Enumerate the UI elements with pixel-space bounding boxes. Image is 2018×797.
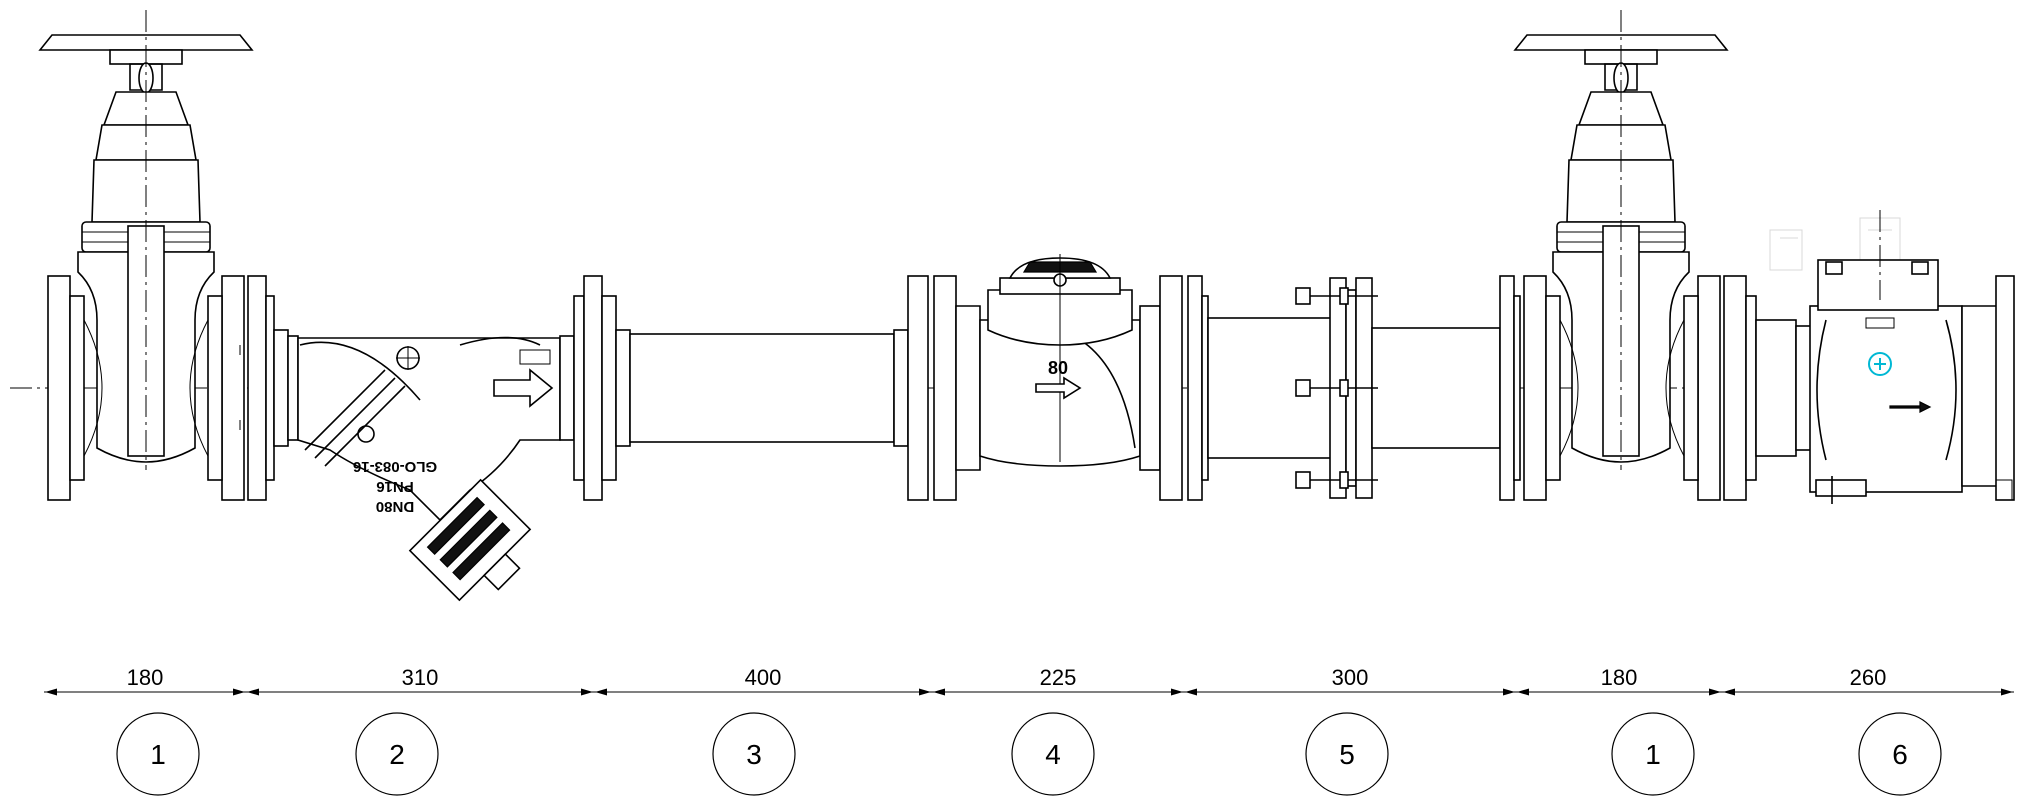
item-balloon-circle: [1011, 712, 1095, 796]
dimension-value: 300: [1332, 665, 1369, 690]
dimension-arrowhead: [933, 688, 945, 696]
dimension-arrowhead: [1171, 688, 1183, 696]
dimension-line: 180 310 400 225 300 180 260: [44, 665, 2014, 696]
item-number: 2: [389, 739, 405, 770]
dimension-value: 260: [1850, 665, 1887, 690]
item-number: 3: [746, 739, 762, 770]
item-balloon-circle: [1305, 712, 1389, 796]
item-balloon: 4: [1011, 712, 1095, 796]
item-balloon: 3: [712, 712, 796, 796]
item-balloon: 1: [1611, 712, 1695, 796]
spool-pipe: [601, 275, 929, 501]
meter-marking: 80: [1048, 358, 1068, 378]
dimension-arrowhead: [1503, 688, 1515, 696]
dimension-arrowhead: [1709, 688, 1721, 696]
dimension-arrowhead: [45, 688, 57, 696]
dimension-value: 225: [1040, 665, 1077, 690]
item-balloon-circle: [712, 712, 796, 796]
strainer-marking-line3: GLO-083-16: [353, 458, 437, 475]
gate-valve-right: [1513, 10, 1729, 501]
dimension-arrowhead: [581, 688, 593, 696]
dimension-arrowhead: [247, 688, 259, 696]
item-number: 5: [1339, 739, 1355, 770]
item-number: 4: [1045, 739, 1061, 770]
item-balloon-circle: [116, 712, 200, 796]
gate-valve-left: [38, 10, 254, 501]
dimension-arrowhead: [1517, 688, 1529, 696]
dimension-arrowhead: [1723, 688, 1735, 696]
item-number: 1: [150, 739, 166, 770]
dimension-value: 310: [402, 665, 439, 690]
dimension-value: 180: [1601, 665, 1638, 690]
dimension-arrowhead: [919, 688, 931, 696]
dimension-arrowhead: [595, 688, 607, 696]
item-balloon: 6: [1858, 712, 1942, 796]
strainer-marking-line1: DN80: [376, 498, 414, 515]
item-balloon-circle: [1611, 712, 1695, 796]
item-number: 1: [1645, 739, 1661, 770]
dimension-arrowhead: [1185, 688, 1197, 696]
dimension-value: 400: [745, 665, 782, 690]
dimension-value: 180: [127, 665, 164, 690]
check-valve: [1723, 210, 2015, 504]
item-number: 6: [1892, 739, 1908, 770]
dismantling-joint: [1187, 275, 1521, 501]
item-balloon: 5: [1305, 712, 1389, 796]
item-balloon: 2: [355, 712, 439, 796]
dimension-arrowhead: [233, 688, 245, 696]
item-balloons: 1 2 3 4 5 1 6: [116, 712, 1942, 796]
item-balloon-circle: [1858, 712, 1942, 796]
dimension-arrowhead: [2001, 688, 2013, 696]
y-strainer: DN80 PN16 GLO-083-16: [239, 275, 603, 602]
item-balloon: 1: [116, 712, 200, 796]
item-balloon-circle: [355, 712, 439, 796]
strainer-marking-line2: PN16: [376, 478, 414, 495]
water-meter: 80: [933, 254, 1183, 501]
